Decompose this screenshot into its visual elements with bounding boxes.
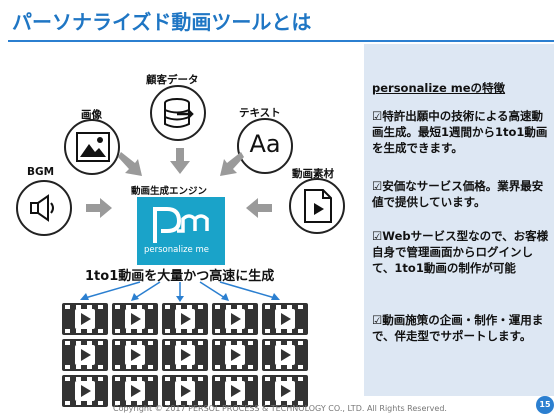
arrow-right-icon [86, 198, 112, 218]
arrow-down-icon [170, 148, 190, 174]
video-thumbnail-icon [62, 303, 108, 335]
database-icon [164, 98, 194, 128]
text-label: テキスト [239, 107, 281, 119]
customer-data-node [150, 85, 206, 141]
picture-icon [76, 132, 110, 162]
page-number: 15 [536, 396, 554, 414]
font-icon: Aa [249, 130, 281, 158]
feature-item-2: ☑安価なサービス価格。業界最安値で提供しています。 [372, 179, 544, 209]
video-thumbnail-icon [212, 303, 258, 335]
engine-label: 動画生成エンジン [131, 186, 208, 197]
title-underline [8, 40, 554, 42]
video-thumbnail-icon [262, 375, 308, 407]
pm-logo-icon [153, 207, 209, 243]
feature-item-4: ☑動画施策の企画・制作・運用まで、伴走型でサポートします。 [372, 313, 544, 343]
personalize-me-logo: personalize me [137, 197, 225, 265]
video-thumbnail-icon [262, 339, 308, 371]
image-label: 画像 [81, 109, 102, 121]
arrow-down-left-icon [220, 152, 244, 176]
video-thumbnail-icon [62, 339, 108, 371]
feature-item-3: ☑Webサービス型なので、お客様自身で管理画面からログインして、1to1動画の制… [372, 229, 549, 275]
speaker-icon [30, 194, 54, 222]
video-thumbnail-icon [162, 375, 208, 407]
output-label: 1to1動画を大量かつ高速に生成 [85, 269, 275, 284]
arrow-down-right-icon [118, 152, 142, 176]
video-thumbnail-icon [262, 303, 308, 335]
video-thumbnail-icon [112, 303, 158, 335]
customer-data-label: 顧客データ [146, 74, 199, 86]
features-panel [364, 44, 554, 396]
bgm-label: BGM [27, 166, 55, 178]
logo-text: personalize me [144, 245, 209, 255]
image-node [64, 119, 120, 175]
video-thumbnail-icon [162, 339, 208, 371]
video-thumbnail-icon [162, 303, 208, 335]
copyright: Copyright © 2017 PERSOL PROCESS & TECHNO… [113, 404, 447, 413]
output-arrows [80, 281, 280, 302]
video-thumbnail-icon [212, 339, 258, 371]
video-thumbnail-icon [112, 375, 158, 407]
video-file-icon [304, 189, 332, 223]
slide-title: パーソナライズド動画ツールとは [12, 10, 312, 34]
bgm-node [16, 180, 72, 236]
video-thumbnail-icon [62, 375, 108, 407]
video-material-label: 動画素材 [292, 168, 334, 180]
video-thumbnail-icon [212, 375, 258, 407]
video-material-node [289, 178, 345, 234]
text-node: Aa [237, 118, 293, 174]
feature-item-1: ☑特許出願中の技術による高速動画生成。最短1週間から1to1動画を生成できます。 [372, 109, 548, 155]
arrow-left-icon [246, 198, 272, 218]
features-heading: personalize meの特徴 [372, 81, 506, 95]
video-thumbnail-icon [112, 339, 158, 371]
